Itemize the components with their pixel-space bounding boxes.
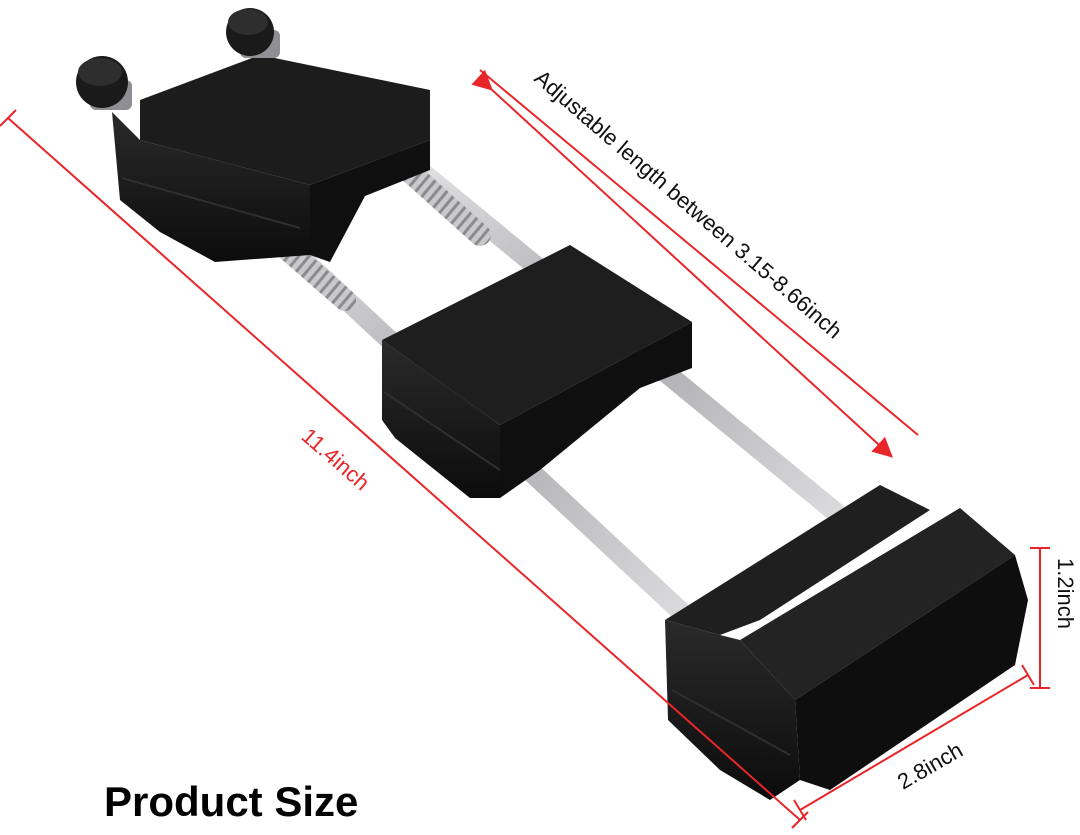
end-block-right: [665, 485, 1028, 800]
adjustable-length-dimension: [471, 69, 919, 458]
knob-right: [226, 8, 280, 58]
dimension-lines: [0, 69, 1050, 829]
product-size-title: Product Size: [104, 778, 359, 825]
width-dimension: [793, 664, 1035, 821]
knob-left: [76, 56, 132, 110]
width-label: 2.8inch: [893, 737, 967, 794]
end-block-left: [76, 8, 430, 262]
total-length-dimension: [0, 109, 809, 829]
middle-block: [382, 245, 692, 498]
height-dimension: [1030, 547, 1050, 689]
height-label: 1.2inch: [1053, 558, 1078, 629]
